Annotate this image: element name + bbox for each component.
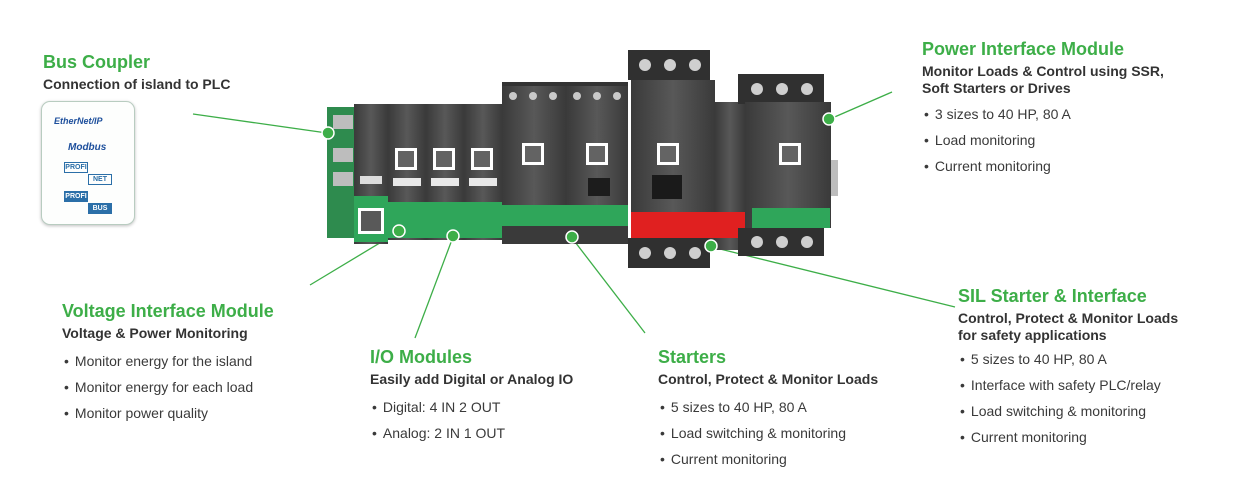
- power-interface-bullet: Current monitoring: [922, 153, 1164, 179]
- profinet-logo-bottom: NET: [88, 174, 112, 185]
- voltage-interface-bullet: Monitor power quality: [62, 400, 274, 426]
- bus-coupler-callout: Bus Coupler Connection of island to PLC: [43, 51, 230, 93]
- profibus-logo-bottom: BUS: [88, 203, 112, 214]
- voltage-interface-callout: Voltage Interface Module Voltage & Power…: [62, 300, 274, 426]
- power-interface-line: [829, 91, 893, 120]
- starters-subtitle: Control, Protect & Monitor Loads: [658, 371, 879, 387]
- voltage-interface-subtitle: Voltage & Power Monitoring: [62, 325, 248, 341]
- ethernet-port-1: [333, 115, 353, 129]
- starters-title: Starters: [658, 347, 727, 367]
- sil-starter-line: [711, 246, 956, 308]
- sil-starter-title: SIL Starter & Interface: [958, 286, 1147, 306]
- ethernet-port-2: [333, 148, 353, 162]
- voltage-interface-title: Voltage Interface Module: [62, 301, 274, 321]
- bus-coupler-line: [192, 113, 328, 134]
- power-interface-callout: Power Interface Module Monitor Loads & C…: [922, 38, 1164, 179]
- starters-bullet: Current monitoring: [658, 446, 878, 472]
- voltage-interface-bullet: Monitor energy for each load: [62, 374, 274, 400]
- io-modules-subtitle: Easily add Digital or Analog IO: [370, 371, 574, 387]
- sil-starter-bullet: Load switching & monitoring: [958, 398, 1178, 424]
- power-interface-bullet: 3 sizes to 40 HP, 80 A: [922, 101, 1164, 127]
- power-interface-title: Power Interface Module: [922, 39, 1125, 59]
- bus-coupler-dot: [321, 126, 335, 140]
- io-modules-callout: I/O Modules Easily add Digital or Analog…: [370, 346, 573, 446]
- sil-starter-callout: SIL Starter & Interface Control, Protect…: [958, 285, 1178, 450]
- io-modules-bullet: Analog: 2 IN 1 OUT: [370, 420, 573, 446]
- io-modules-dot: [446, 229, 460, 243]
- protocol-logos: EtherNet/IP Modbus PROFI NET PROFI BUS: [41, 101, 135, 225]
- starters-bullet: 5 sizes to 40 HP, 80 A: [658, 394, 878, 420]
- profinet-logo-top: PROFI: [64, 162, 88, 173]
- starters-bullet: Load switching & monitoring: [658, 420, 878, 446]
- profibus-logo-top: PROFI: [64, 191, 88, 202]
- starters-callout: Starters Control, Protect & Monitor Load…: [658, 346, 878, 472]
- voltage-interface-dot: [392, 224, 406, 238]
- io-modules-line: [414, 236, 454, 339]
- modbus-logo: Modbus: [68, 142, 107, 153]
- starters-dot: [565, 230, 579, 244]
- io-modules-bullet: Digital: 4 IN 2 OUT: [370, 394, 573, 420]
- power-interface-subtitle-1: Monitor Loads & Control using SSR,: [922, 63, 1164, 79]
- sil-starter-subtitle-2: for safety applications: [958, 327, 1107, 343]
- voltage-interface-bullet: Monitor energy for the island: [62, 348, 274, 374]
- bus-coupler-title: Bus Coupler: [43, 52, 151, 72]
- sil-starter-bullet: Interface with safety PLC/relay: [958, 372, 1178, 398]
- starters-line: [571, 237, 646, 334]
- bus-coupler-subtitle: Connection of island to PLC: [43, 76, 231, 92]
- sil-starter-subtitle-1: Control, Protect & Monitor Loads: [958, 310, 1179, 326]
- sil-starter-bullet: Current monitoring: [958, 424, 1178, 450]
- ethernet-ip-logo: EtherNet/IP: [54, 116, 103, 126]
- ethernet-port-3: [333, 172, 353, 186]
- sil-starter-dot: [704, 239, 718, 253]
- io-modules-title: I/O Modules: [370, 347, 473, 367]
- power-interface-bullet: Load monitoring: [922, 127, 1164, 153]
- power-interface-subtitle-2: Soft Starters or Drives: [922, 80, 1071, 96]
- sil-starter-bullet: 5 sizes to 40 HP, 80 A: [958, 346, 1178, 372]
- power-interface-dot: [822, 112, 836, 126]
